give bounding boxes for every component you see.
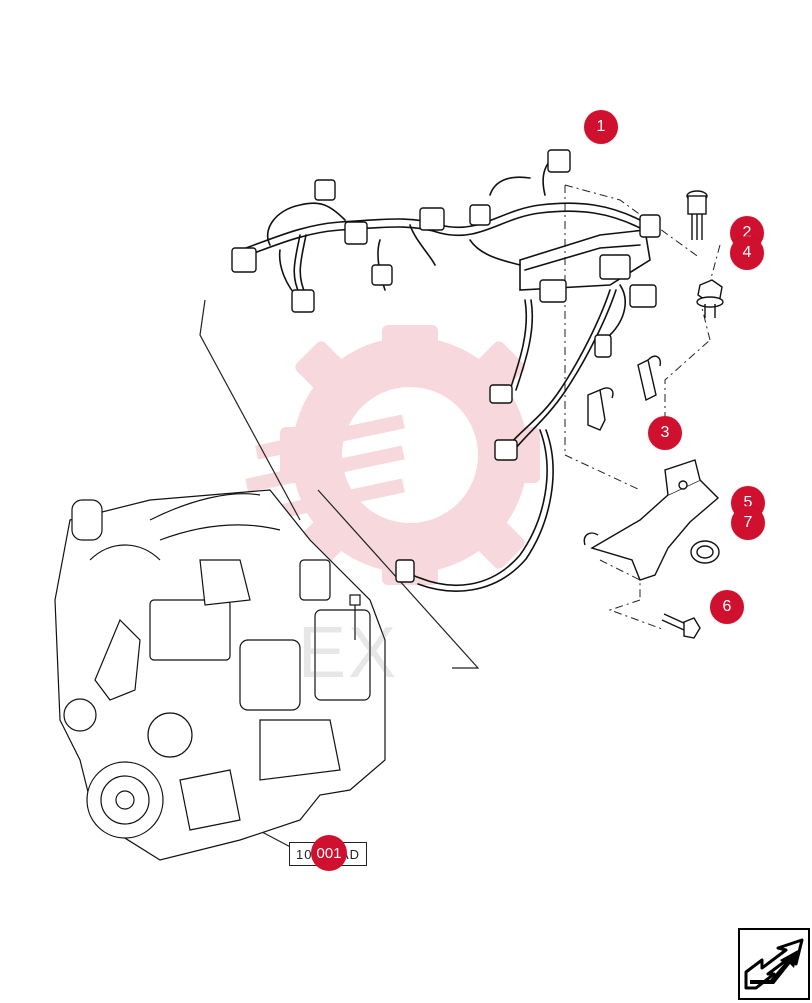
engine-drawing [54, 489, 386, 861]
connectors [231, 149, 661, 583]
callout-1[interactable]: 1 [584, 110, 618, 144]
washer-part-7 [690, 540, 720, 564]
clip-part-3 [587, 355, 662, 431]
next-page-button[interactable] [738, 928, 810, 1000]
assembly-lines [564, 184, 721, 631]
screw-part-2 [686, 190, 708, 240]
callout-3[interactable]: 3 [648, 416, 682, 450]
reference-left: 10 [296, 846, 313, 862]
watermark-text: EX [298, 613, 399, 693]
callout-4[interactable]: 4 [730, 236, 764, 270]
arrow-icon [744, 938, 804, 990]
callout-6[interactable]: 6 [710, 590, 744, 624]
bolt-part-6 [661, 613, 701, 639]
reference-callout[interactable]: 001 [311, 835, 347, 871]
callout-7[interactable]: 7 [731, 506, 765, 540]
bracket-part-5 [583, 459, 720, 581]
bolt-part-4 [696, 279, 724, 318]
